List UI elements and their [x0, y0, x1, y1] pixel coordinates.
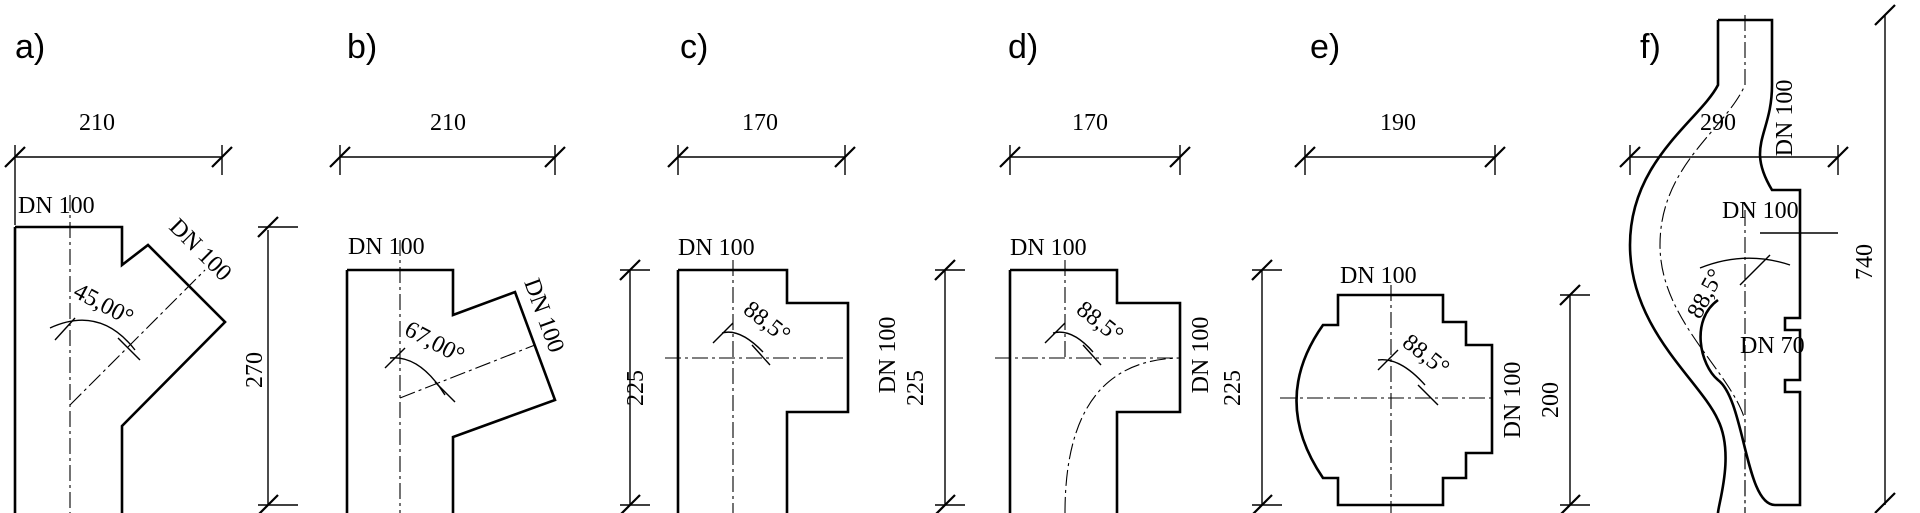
panel-f-height-value: 200 — [1538, 382, 1564, 418]
panel-f-outline — [1628, 18, 1802, 513]
panel-a-outline — [13, 225, 227, 513]
panel-d-width-value: 170 — [1072, 110, 1108, 136]
panel-f: f) 200 290 DN 100 DN 100 DN 70 88,5° 740 — [1538, 4, 1896, 513]
panel-e-dn-main: DN 100 — [1340, 263, 1417, 289]
panel-a-height-value: 270 — [242, 352, 268, 388]
panel-f-angle: 88,5° — [1682, 265, 1729, 323]
panel-e-outline — [1295, 293, 1494, 507]
panel-a-angle: 45,00° — [69, 278, 137, 331]
panel-b-outline — [345, 268, 557, 513]
panel-f-dn-small: DN 70 — [1740, 333, 1805, 359]
panel-d-dn-main: DN 100 — [1010, 235, 1087, 261]
panel-c-height-value: 225 — [623, 370, 649, 406]
panel-e-width-value: 190 — [1380, 110, 1416, 136]
panel-c-width-value: 170 — [742, 110, 778, 136]
panel-c: c) 170 225 DN 100 DN 100 88,5° — [619, 28, 901, 513]
panel-a: a) 210 DN 100 DN 100 45,00° 270 — [4, 28, 298, 513]
panel-e-angle: 88,5° — [1397, 329, 1454, 381]
panel-e-label: e) — [1310, 28, 1340, 66]
panel-d-height-value: 225 — [903, 370, 929, 406]
panel-b-dn-main: DN 100 — [348, 234, 425, 260]
panel-f-label: f) — [1640, 28, 1661, 66]
panel-e-dn-branch: DN 100 — [1500, 362, 1526, 439]
panel-b-label: b) — [347, 28, 377, 66]
panel-c-label: c) — [680, 28, 708, 66]
panel-f-dn-branch: DN 100 — [1722, 198, 1799, 224]
panel-a-dn-main: DN 100 — [18, 193, 95, 219]
panel-a-label: a) — [15, 28, 45, 66]
panel-b-dn-branch: DN 100 — [518, 275, 569, 356]
panel-c-dn-main: DN 100 — [678, 235, 755, 261]
panel-d-dn-branch: DN 100 — [1188, 317, 1214, 394]
panel-d-outline — [1008, 268, 1182, 513]
panel-f-total-height-value: 740 — [1852, 244, 1878, 280]
panel-b-width-value: 210 — [430, 110, 466, 136]
panel-f-width-value: 290 — [1700, 110, 1736, 136]
panel-b: b) 210 DN 100 DN 100 67,00° — [329, 28, 569, 513]
panel-a-width-value: 210 — [79, 110, 115, 136]
panel-c-outline — [676, 268, 850, 513]
panel-e-height-value: 225 — [1220, 370, 1246, 406]
panel-d-label: d) — [1008, 28, 1038, 66]
panel-c-dn-branch: DN 100 — [875, 317, 901, 394]
panel-f-dn-top: DN 100 — [1772, 80, 1798, 157]
panel-d: d) 170 225 DN 100 DN 100 88,5° — [903, 28, 1214, 513]
panel-e: e) 190 225 DN 100 DN 100 88,5° — [1220, 28, 1526, 513]
